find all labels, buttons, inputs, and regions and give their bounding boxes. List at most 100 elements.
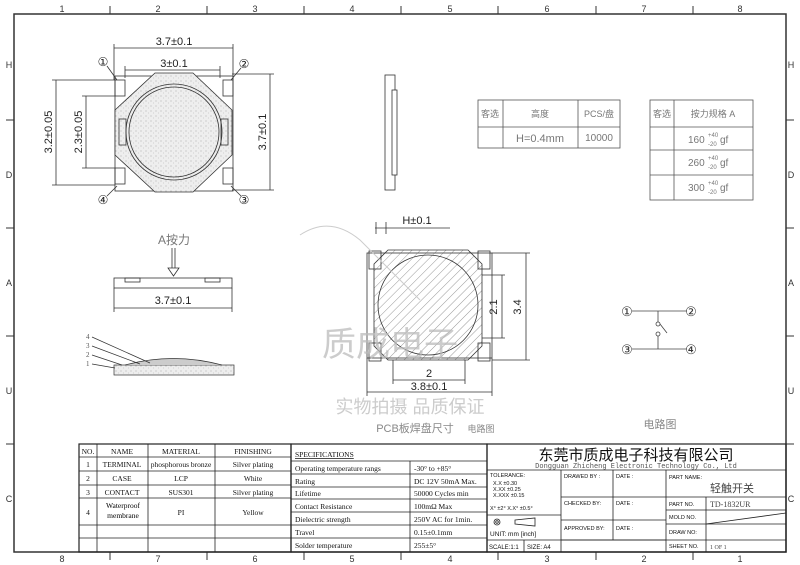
tolerance-value: X.XXX ±0.15 xyxy=(493,493,524,499)
draw-no-label: DRAW NO: xyxy=(669,530,697,536)
spec-value: 100mΩ Max xyxy=(414,502,453,511)
bom-cell: phosphorous bronze xyxy=(151,460,212,469)
column-label: 7 xyxy=(155,554,160,564)
force-table-header: 客选 xyxy=(653,108,671,119)
bom-cell: Waterproof membrane xyxy=(106,501,140,520)
bom-cell: LCP xyxy=(174,474,188,483)
part-name-label: PART NAME: xyxy=(669,475,702,481)
row-label: H xyxy=(788,60,795,70)
bom-cell: 1 xyxy=(86,460,90,469)
row-label: D xyxy=(788,170,795,180)
circuit-diagram xyxy=(632,310,687,350)
force-base: 260 xyxy=(688,158,705,169)
row-label: A xyxy=(788,278,794,288)
spec-label: Solder temperature xyxy=(295,541,353,550)
watermark: 质成电子 实物拍摄 品质保证 xyxy=(299,225,485,417)
pin-1-label: ① xyxy=(98,55,109,69)
row-label: U xyxy=(788,386,795,396)
force-tol-plus: +40 xyxy=(708,133,719,139)
force-tol-minus: -20 xyxy=(708,190,717,196)
force-table xyxy=(649,99,754,201)
bom-header: NO. xyxy=(82,447,95,456)
dim-press-width: 3.7±0.1 xyxy=(155,295,192,307)
spec-label: Operating temperature rangs xyxy=(295,464,381,473)
force-unit: gf xyxy=(720,135,729,146)
force-base: 300 xyxy=(688,183,705,194)
force-tol-minus: -20 xyxy=(708,165,717,171)
sheet-no-label: SHEET NO. xyxy=(669,544,699,550)
force-base: 160 xyxy=(688,135,705,146)
height-table xyxy=(477,99,621,149)
dim-height-right: 3.7±0.1 xyxy=(257,114,269,151)
pcb-footprint-view xyxy=(366,222,530,396)
column-label: 1 xyxy=(59,4,64,14)
dim-height-outer: 3.2±0.05 xyxy=(43,111,55,154)
spec-label: Contact Resistance xyxy=(295,502,353,511)
layer-callout: 2 xyxy=(86,351,90,359)
spec-label: Dielectric strength xyxy=(295,515,351,524)
bom-cell: SUS301 xyxy=(168,488,193,497)
bom-cell: 3 xyxy=(86,488,90,497)
force-row: 260 +40 -20 gf xyxy=(688,156,729,171)
spec-value: DC 12V 50mA Max. xyxy=(414,477,477,486)
spec-value: 250V AC for 1min. xyxy=(414,515,472,524)
spec-value: 0.15±0.1mm xyxy=(414,528,452,537)
circuit-pin-3: ③ xyxy=(621,342,633,357)
layer-callout: 4 xyxy=(86,333,90,341)
date-label: DATE : xyxy=(616,474,634,480)
bom-cell: 2 xyxy=(86,474,90,483)
dim-width-outer: 3.7±0.1 xyxy=(156,36,193,48)
force-tol-plus: +40 xyxy=(708,156,719,162)
dim-h: H±0.1 xyxy=(402,215,431,227)
specifications-table xyxy=(290,443,488,553)
force-table-header: 按力规格 A xyxy=(691,108,736,119)
top-view xyxy=(52,44,274,197)
mold-no-label: MOLD NO. xyxy=(669,515,697,521)
column-label: 6 xyxy=(544,4,549,14)
row-label: D xyxy=(6,170,13,180)
unit-label: UNIT: mm [inch] xyxy=(490,531,536,538)
height-table-header: 高度 xyxy=(531,108,549,119)
scale-label: SCALE:1:1 xyxy=(489,545,519,551)
row-label: C xyxy=(788,494,795,504)
column-label: 2 xyxy=(641,554,646,564)
force-label: A按力 xyxy=(158,233,190,247)
column-label: 4 xyxy=(349,4,354,14)
dim-inner-horizontal: 2 xyxy=(426,368,432,380)
bom-cell: Silver plating xyxy=(233,460,274,469)
bom-cell: CONTACT xyxy=(105,488,140,497)
date-label: DATE : xyxy=(616,501,634,507)
spec-label: Travel xyxy=(295,528,314,537)
column-label: 7 xyxy=(641,4,646,14)
sheet-no-value: 1 OF 1 xyxy=(710,545,727,551)
row-label: H xyxy=(6,60,13,70)
bom-cell: TERMINAL xyxy=(103,460,142,469)
side-view xyxy=(384,74,398,191)
layers-view xyxy=(91,336,235,376)
column-label: 5 xyxy=(349,554,354,564)
row-label: U xyxy=(6,386,13,396)
column-label: 2 xyxy=(155,4,160,14)
drawed-by-label: DRAWED BY : xyxy=(564,474,601,480)
circuit-pin-2: ② xyxy=(685,304,697,319)
column-label: 4 xyxy=(447,554,452,564)
bom-cell: Yellow xyxy=(242,508,264,517)
row-label: A xyxy=(6,278,12,288)
angle-tolerance: X° ±2° X.X° ±0.5° xyxy=(490,506,533,512)
press-view xyxy=(113,248,233,312)
dim-width-inner: 3±0.1 xyxy=(160,58,187,70)
dim-outer-horizontal: 3.8±0.1 xyxy=(411,381,448,393)
spec-value: 50000 Cycles min xyxy=(414,489,469,498)
height-table-header: 客选 xyxy=(481,108,499,119)
pcb-caption: PCB板焊盘尺寸 xyxy=(376,421,454,435)
tolerance-value: X.XX ±0.25 xyxy=(493,487,521,493)
bom-cell: CASE xyxy=(112,474,132,483)
spec-label: Rating xyxy=(295,477,315,486)
pcs-value: 10000 xyxy=(585,133,613,144)
spec-label: Lifetime xyxy=(295,489,321,498)
force-tol-plus: +40 xyxy=(708,181,719,187)
size-label: SIZE: A4 xyxy=(527,545,551,551)
date-label: DATE : xyxy=(616,526,634,532)
height-value: H=0.4mm xyxy=(516,133,564,145)
